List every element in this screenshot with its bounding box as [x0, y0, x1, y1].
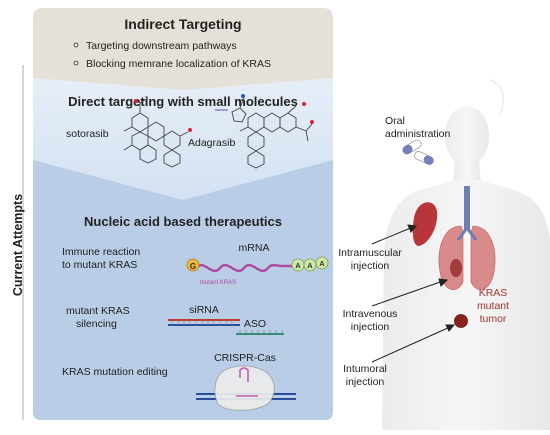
oxygen-atom	[302, 102, 306, 106]
arrow-intramuscular	[371, 226, 414, 245]
crispr-complex	[196, 365, 296, 411]
immune-label-line1: Immune reaction	[62, 246, 140, 258]
route-intravenous-line1: Intravenous	[343, 308, 398, 320]
mrna-cap	[186, 258, 200, 272]
route-intumoral-line1: Intumoral	[343, 363, 387, 375]
mrna-cap-label: G	[190, 262, 196, 271]
route-intramuscular-line1: Intramuscular	[338, 247, 402, 259]
arrow-head	[438, 278, 449, 287]
vein-spot	[450, 259, 462, 277]
arrow-head	[407, 224, 417, 233]
adagrasib-structure	[231, 97, 313, 169]
oxygen-atom	[134, 99, 138, 103]
side-label: Current Attempts	[11, 194, 25, 296]
oxygen-atom	[188, 128, 192, 132]
bullet-dot	[73, 42, 79, 48]
sotorasib-structure	[123, 97, 189, 168]
mrna-sublabel: mutant KRAS	[200, 280, 236, 286]
tumor-label-line1: KRAS	[479, 287, 508, 299]
arrow-intumoral	[371, 326, 451, 363]
route-arrows	[371, 224, 456, 363]
indirect-bullet-2: Blocking memrane localization of KRAS	[86, 58, 271, 70]
editing-label: KRAS mutation editing	[62, 366, 168, 378]
polya-label: A	[295, 261, 301, 270]
pills-icon	[402, 139, 434, 165]
arrow-head	[445, 324, 456, 332]
arrow-intravenous	[371, 280, 444, 307]
indirect-title: Indirect Targeting	[124, 16, 241, 32]
arm-muscle	[412, 202, 438, 246]
trachea	[464, 186, 470, 230]
oxygen-atom	[310, 120, 314, 124]
tumor	[454, 314, 468, 328]
route-intramuscular-line2: injection	[351, 260, 390, 272]
nucleic-title: Nucleic acid based therapeutics	[84, 214, 282, 229]
silencing-label-line2: silencing	[76, 318, 117, 330]
indirect-bullet-1: Targeting downstream pathways	[86, 40, 237, 52]
direct-panel	[33, 60, 333, 200]
route-intumoral-line2: injection	[346, 376, 385, 388]
polya-label: A	[319, 259, 325, 268]
silencing-label-line1: mutant KRAS	[66, 305, 130, 317]
aso-label: ASO	[244, 318, 266, 330]
indirect-panel	[33, 8, 333, 90]
direct-title: Direct targeting with small molecules	[68, 94, 298, 109]
bullet-dot	[73, 60, 79, 66]
sirna-label: siRNA	[189, 304, 219, 316]
mrna-label: mRNA	[239, 242, 270, 254]
nucleic-panel	[33, 150, 333, 420]
drug-adagrasib-label: Adagrasib	[188, 137, 235, 149]
drug-sotorasib-label: sotorasib	[66, 128, 109, 140]
immune-label-line2: to mutant KRAS	[62, 259, 137, 271]
route-intravenous-line2: injection	[351, 321, 390, 333]
sirna-base-pairs	[171, 320, 233, 325]
nitrogen-atom	[241, 94, 245, 98]
tumor-label-line3: tumor	[480, 313, 507, 325]
route-oral-line1: Oral	[385, 115, 405, 127]
mrna-strand	[195, 263, 294, 273]
aso-bases	[239, 330, 283, 334]
route-oral-line2: administration	[385, 128, 451, 140]
crispr-label: CRISPR-Cas	[214, 352, 276, 364]
polya-label: A	[307, 261, 313, 270]
tumor-label-line2: mutant	[477, 300, 509, 312]
polya-bead	[315, 256, 329, 270]
